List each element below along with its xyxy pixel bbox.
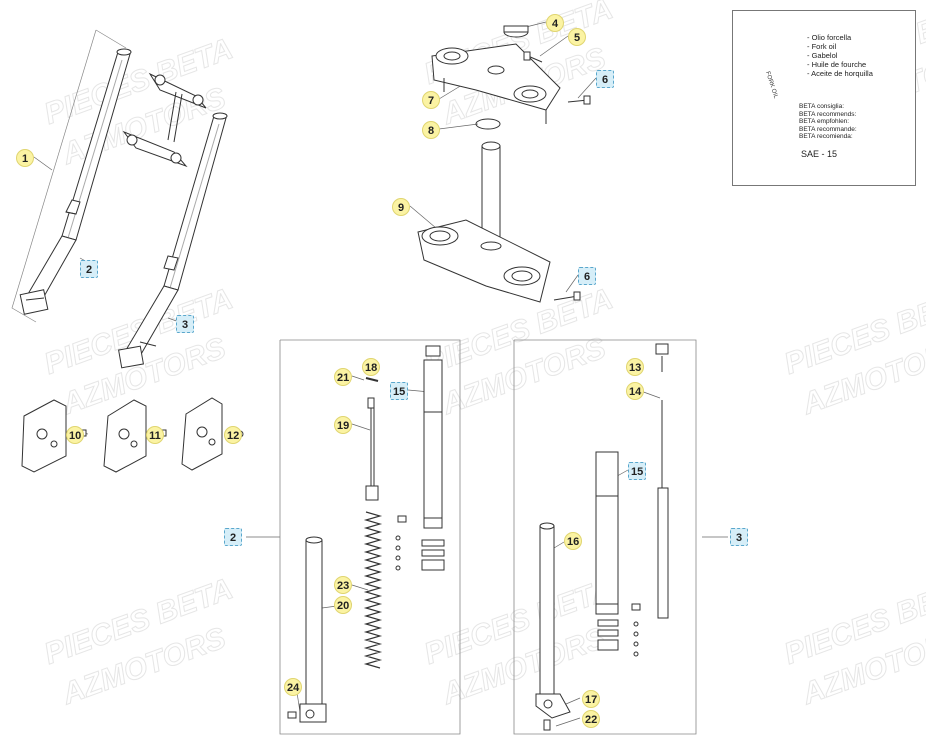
group-frames [279, 339, 697, 735]
oil-recommend-line: BETA recomienda: [799, 133, 853, 140]
callout-15[interactable]: 15 [390, 382, 409, 400]
triple-clamps-small [122, 72, 207, 168]
right-group-parts [535, 343, 669, 731]
callout-19[interactable]: 19 [334, 416, 353, 434]
oil-recommend-line: BETA empfohlen: [799, 118, 850, 125]
oil-grade: SAE - 15 [801, 149, 838, 159]
left-group-parts [287, 345, 445, 723]
oil-recommend-list: BETA consiglia:BETA recommends:BETA empf… [799, 103, 857, 141]
callout-9[interactable]: 9 [392, 198, 410, 216]
oil-info-box: - Olio forcella- Fork oil- Gabelol- Huil… [732, 10, 916, 186]
oil-name-line: - Fork oil [807, 42, 837, 51]
callout-1[interactable]: 1 [16, 149, 34, 167]
callout-6[interactable]: 6 [578, 267, 596, 285]
fork-leg-right [118, 112, 228, 369]
callout-22[interactable]: 22 [582, 710, 601, 728]
leader-lines [33, 21, 728, 727]
callout-3[interactable]: 3 [730, 528, 748, 546]
oil-name-line: - Gabelol [807, 51, 838, 60]
bolt-item-6-top [567, 95, 591, 105]
oil-recommend-line: BETA recommends: [799, 110, 857, 118]
callout-24[interactable]: 24 [284, 678, 303, 696]
fork-guard-11 [103, 399, 167, 473]
callout-18[interactable]: 18 [362, 358, 381, 376]
callout-14[interactable]: 14 [626, 382, 645, 400]
upper-triple-clamp [431, 43, 561, 124]
callout-2[interactable]: 2 [224, 528, 242, 546]
callout-5[interactable]: 5 [568, 28, 586, 46]
callout-17[interactable]: 17 [582, 690, 601, 708]
bolt-item-6-lower [553, 291, 581, 301]
oil-name-line: - Aceite de horquilla [807, 69, 873, 78]
oil-recommend-line: BETA recommande: [799, 125, 857, 133]
callout-12[interactable]: 12 [224, 426, 243, 444]
callout-7[interactable]: 7 [422, 91, 440, 109]
callout-23[interactable]: 23 [334, 576, 353, 594]
o-ring [475, 118, 501, 130]
oil-recommend-line: BETA consiglia: [799, 103, 845, 110]
callout-11[interactable]: 11 [146, 426, 164, 444]
steering-nut [503, 25, 529, 38]
callout-21[interactable]: 21 [334, 368, 353, 386]
callout-8[interactable]: 8 [422, 121, 440, 139]
lower-triple-clamp [417, 141, 551, 303]
callout-3[interactable]: 3 [176, 315, 194, 333]
callout-15[interactable]: 15 [628, 462, 647, 480]
bolt-item-5 [523, 51, 543, 63]
callout-4[interactable]: 4 [546, 14, 564, 32]
callout-16[interactable]: 16 [564, 532, 583, 550]
oil-name-line: - Olio forcella [807, 33, 852, 42]
callout-13[interactable]: 13 [626, 358, 645, 376]
callout-2[interactable]: 2 [80, 260, 98, 278]
fork-leg-left [19, 48, 132, 315]
callout-20[interactable]: 20 [334, 596, 353, 614]
oil-name-list: - Olio forcella- Fork oil- Gabelol- Huil… [807, 33, 873, 78]
callout-6[interactable]: 6 [596, 70, 614, 88]
oil-name-line: - Huile de fourche [807, 60, 867, 69]
callout-10[interactable]: 10 [66, 426, 85, 444]
complete-fork-outline [11, 29, 127, 323]
